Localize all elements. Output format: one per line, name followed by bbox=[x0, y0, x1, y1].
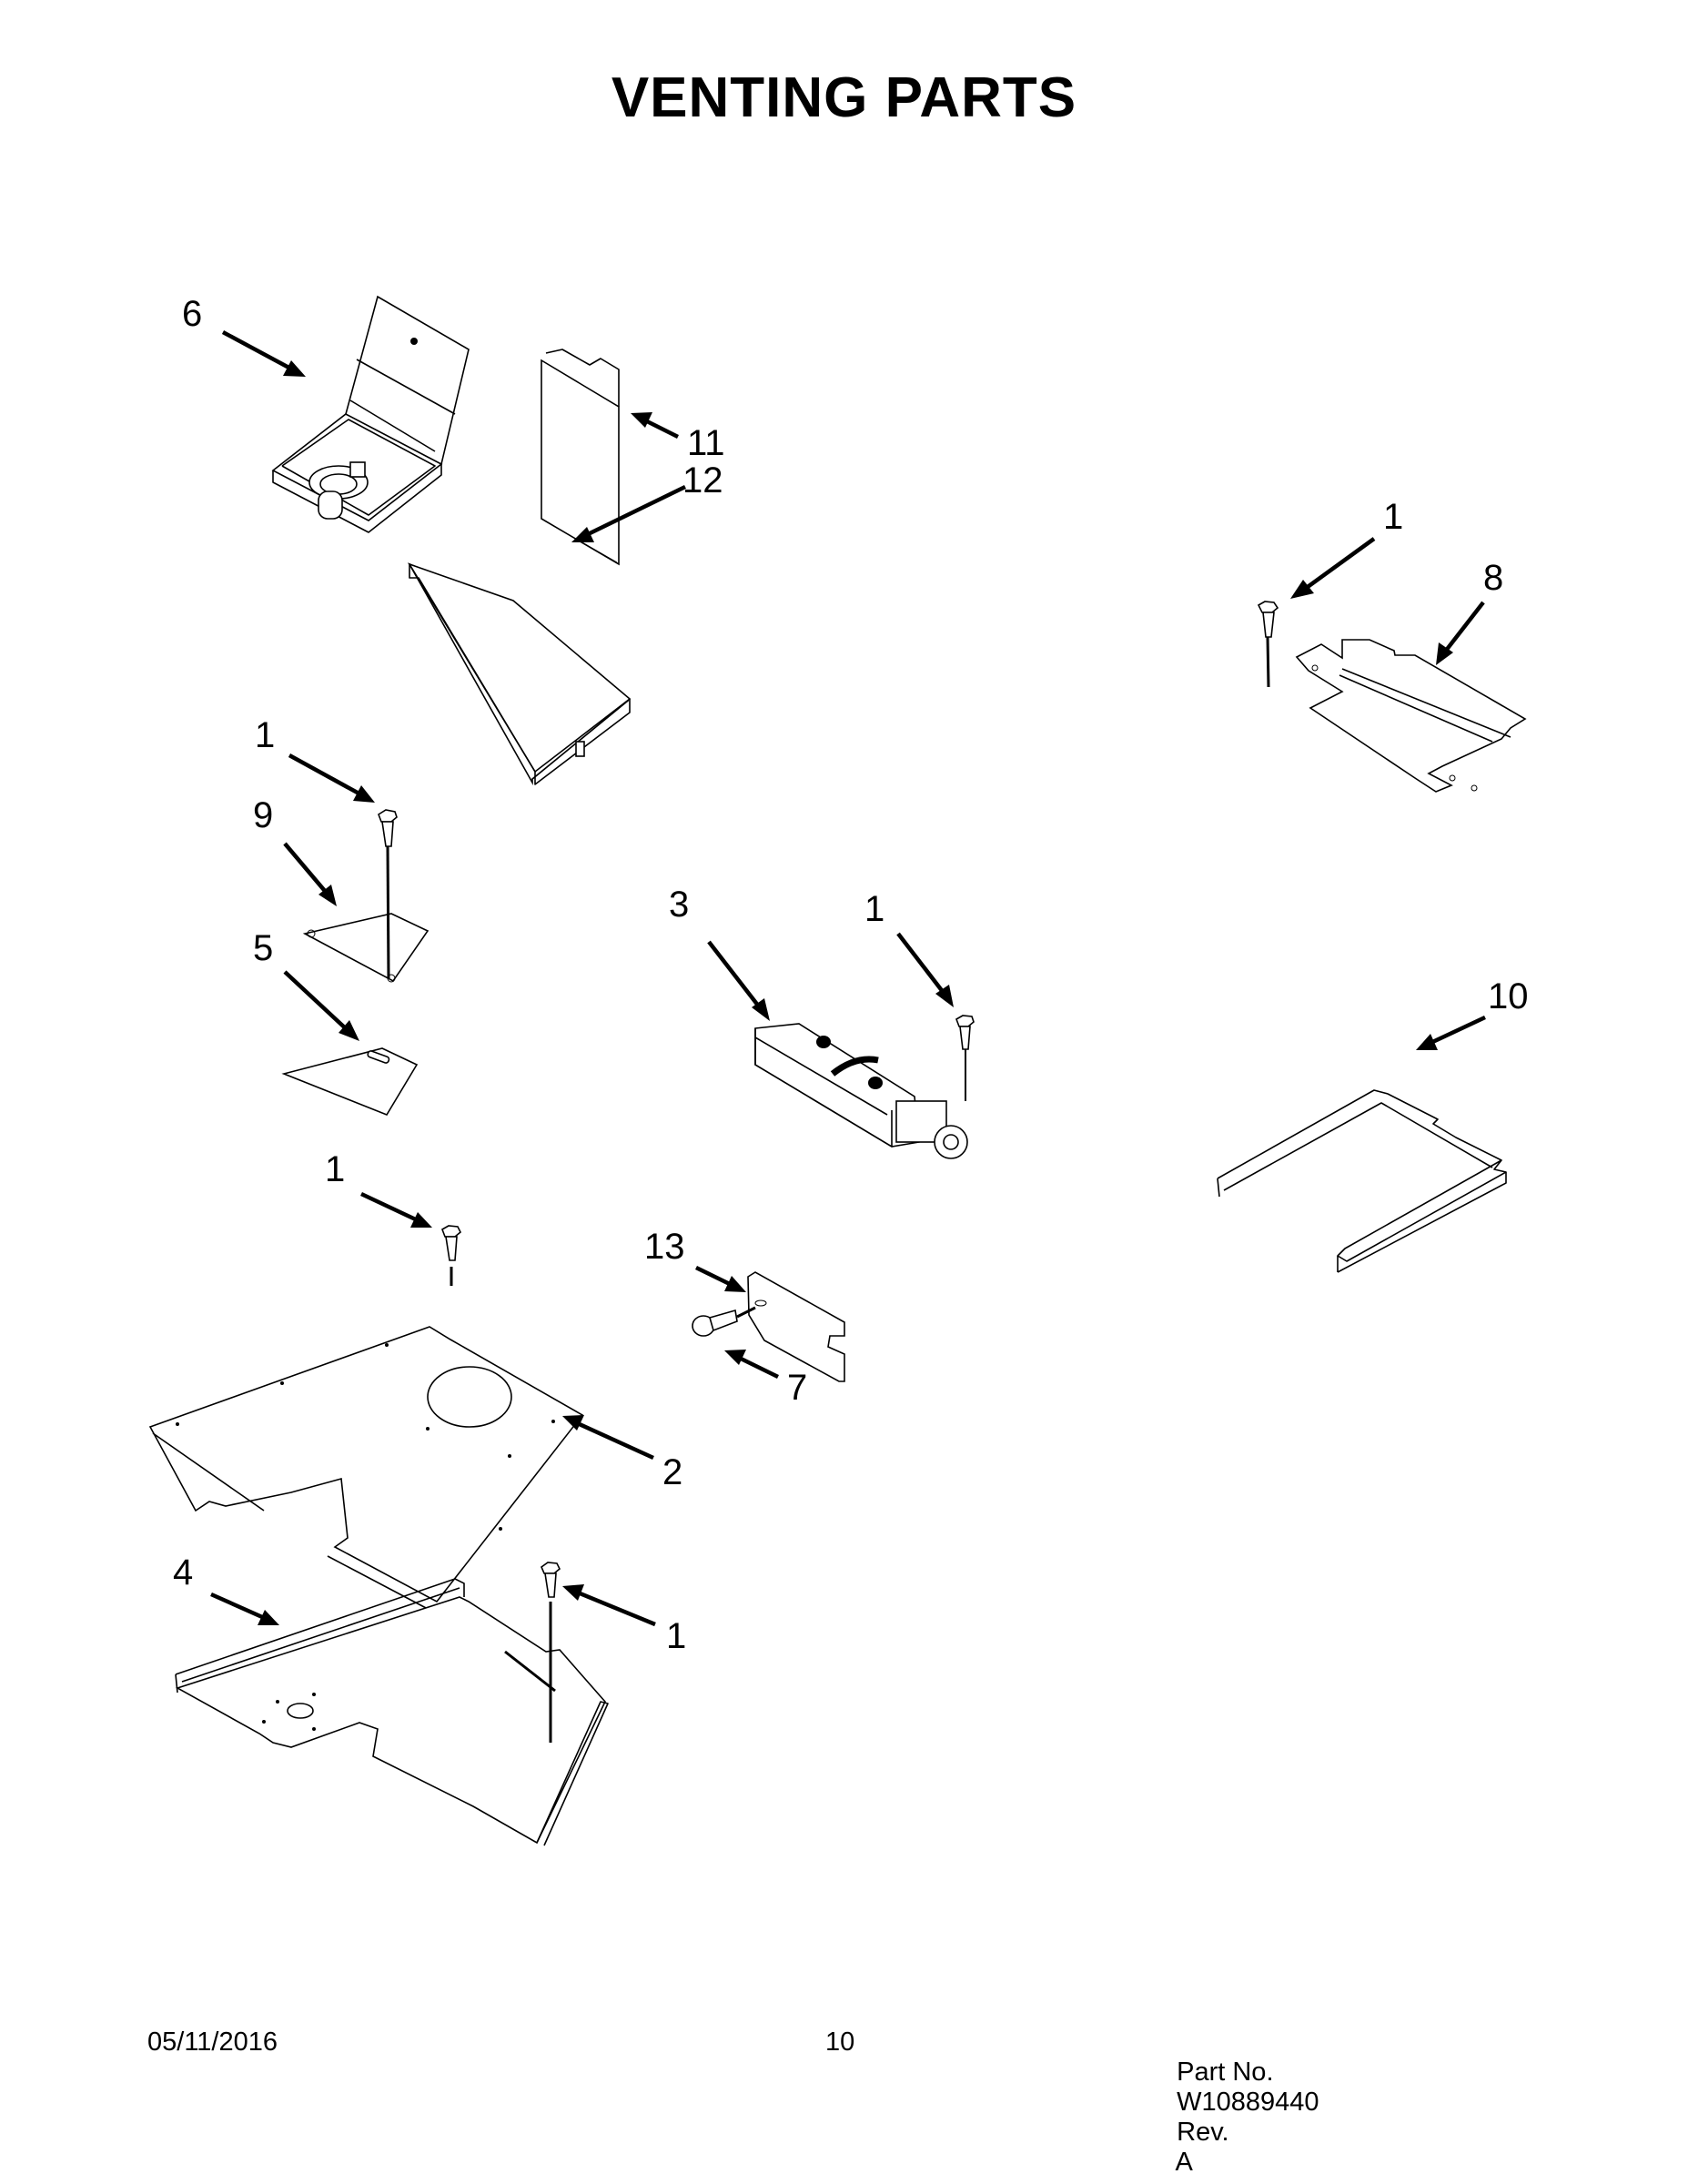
part-8-channel-bracket bbox=[1295, 639, 1527, 793]
footer-date: 05/11/2016 bbox=[147, 2027, 278, 2057]
part-number-value: W10889440 bbox=[1177, 2088, 1319, 2117]
footer-part-number: Part No. W10889440 Rev. A bbox=[1162, 2027, 1334, 2178]
part-3-vent-motor bbox=[754, 1023, 968, 1159]
callout-6: 6 bbox=[182, 294, 203, 334]
callout-1: 1 bbox=[1383, 497, 1404, 537]
part-11-panel bbox=[541, 349, 620, 566]
leader-arrows bbox=[210, 330, 1486, 1627]
screw-icon bbox=[1257, 601, 1279, 688]
part-4-base-plate bbox=[175, 1578, 609, 1846]
page-title: VENTING PARTS bbox=[611, 66, 1077, 129]
callout-10: 10 bbox=[1488, 976, 1529, 1016]
callout-7: 7 bbox=[787, 1368, 808, 1408]
screw-icon bbox=[541, 1562, 561, 1743]
callout-1: 1 bbox=[325, 1149, 346, 1189]
part-5-triangular-plate bbox=[281, 1047, 419, 1116]
screw-icon bbox=[378, 809, 398, 979]
callout-8: 8 bbox=[1483, 558, 1504, 598]
callout-3: 3 bbox=[669, 885, 690, 925]
part-number-label: Part No. bbox=[1177, 2058, 1274, 2087]
callout-4: 4 bbox=[173, 1552, 194, 1592]
callout-5: 5 bbox=[253, 928, 274, 968]
callout-13: 13 bbox=[644, 1227, 685, 1267]
callout-1: 1 bbox=[864, 889, 885, 929]
part-10-u-frame bbox=[1217, 1089, 1507, 1273]
screw-icon bbox=[955, 1015, 975, 1101]
screw-icon bbox=[441, 1225, 461, 1286]
callout-9: 9 bbox=[253, 795, 274, 835]
callout-1: 1 bbox=[666, 1616, 687, 1656]
part-9-triangular-bracket bbox=[302, 913, 430, 983]
part-12-cover-plate bbox=[408, 562, 632, 786]
revision-label: Rev. bbox=[1177, 2118, 1229, 2147]
part-2-plate bbox=[148, 1326, 584, 1610]
revision-value: A bbox=[1175, 2148, 1193, 2177]
part-13-notched-bracket bbox=[747, 1271, 845, 1382]
part-6-damper-box bbox=[271, 295, 470, 533]
callout-2: 2 bbox=[662, 1452, 683, 1492]
footer-page-number: 10 bbox=[825, 2027, 855, 2057]
callout-1: 1 bbox=[255, 715, 276, 755]
callout-11: 11 bbox=[687, 423, 725, 463]
screw-icon bbox=[692, 1306, 756, 1337]
callout-12: 12 bbox=[682, 460, 723, 500]
